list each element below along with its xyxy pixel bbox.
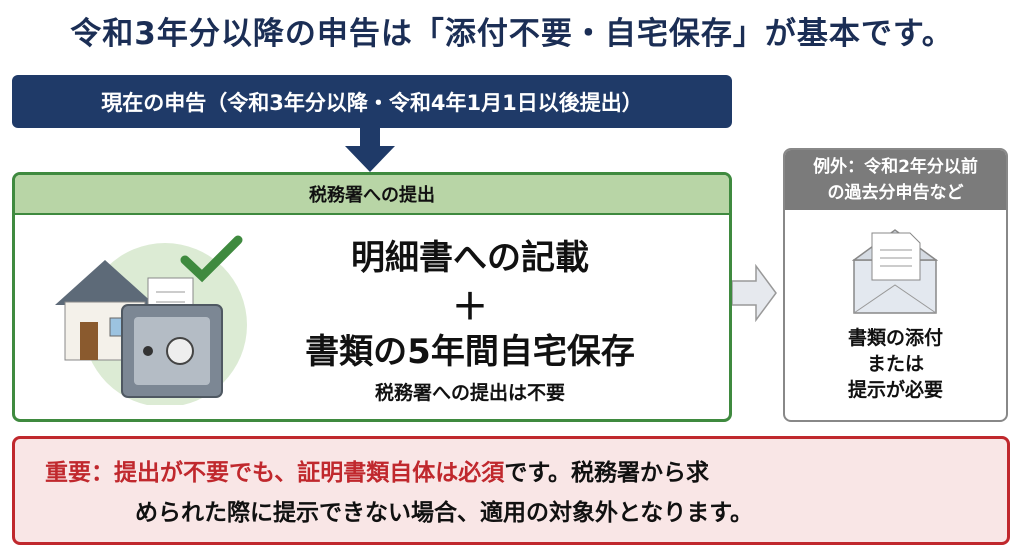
tax-office-submission-box: 税務署への提出 [12,172,732,422]
notice-line2: められた際に提示できない場合、適用の対象外となります。 [135,500,754,526]
box-header: 税務署への提出 [15,175,729,215]
down-arrow-icon [345,128,395,172]
plus-sign: ＋ [451,287,488,328]
notice-label: 重要： [45,460,114,486]
exception-header: 例外：令和2年分以前 の過去分申告など [785,150,1006,210]
exception-body-line2: または [866,353,924,375]
current-filing-banner: 現在の申告（令和3年分以降・令和4年1月1日以後提出） [12,75,732,128]
exception-header-line1: 例外：令和2年分以前 [813,157,978,177]
house-safe-illustration [55,235,247,405]
notice-red-text: 提出が不要でも、証明書類自体は必須 [114,460,505,486]
submission-not-required-text: 税務署への提出は不要 [374,382,565,404]
checkmark-icon [180,235,243,283]
safe-icon [121,304,223,398]
exception-body-line3: 提示が必要 [847,379,943,401]
right-arrow-icon [732,264,777,322]
exception-body: 書類の添付 または 提示が必要 [783,325,1008,403]
important-notice: 重要：提出が不要でも、証明書類自体は必須です。税務署から求 められた際に提示でき… [12,436,1010,545]
page-title: 令和3年分以降の申告は「添付不要・自宅保存」が基本です。 [70,16,954,52]
envelope-document-icon [852,229,938,314]
exception-box: 例外：令和2年分以前 の過去分申告など [783,148,1008,422]
main-text-line2: 書類の5年間自宅保存 [305,332,635,372]
exception-header-line2: の過去分申告など [827,183,964,203]
exception-body-line1: 書類の添付 [847,327,943,349]
notice-text: です。税務署から求 [504,460,710,486]
main-text-line1: 明細書への記載 [351,238,589,278]
